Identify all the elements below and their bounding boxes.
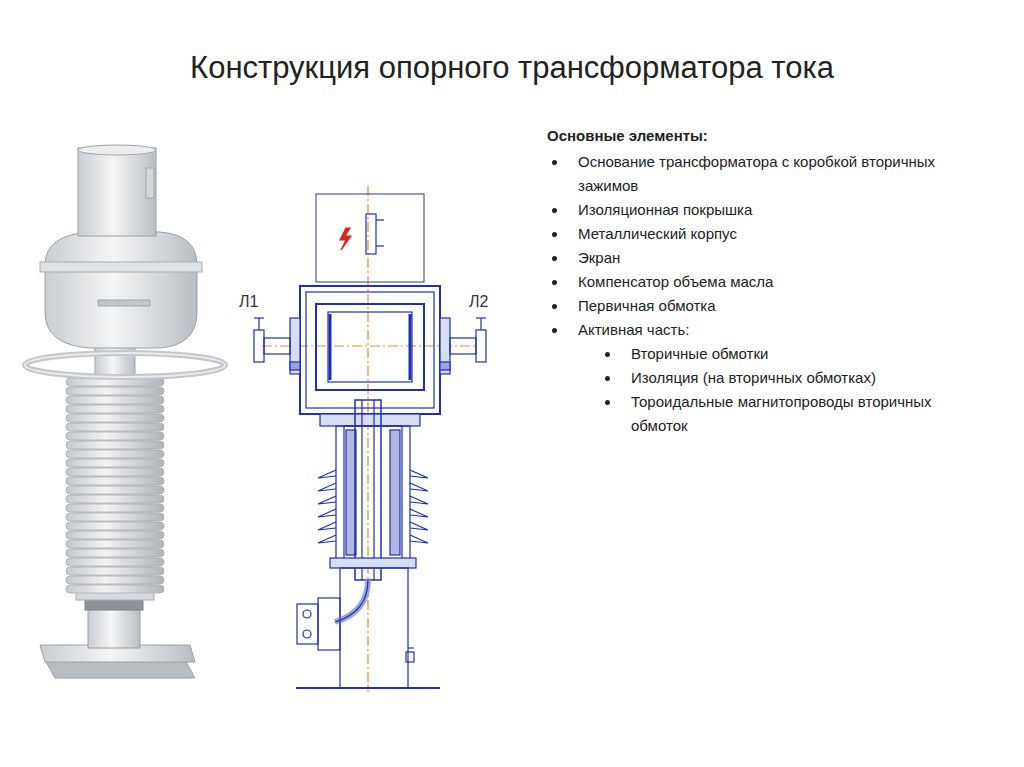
list-item: Металлический корпус xyxy=(552,222,942,246)
technical-drawing xyxy=(254,186,486,692)
terminal-label: Л1 xyxy=(238,293,259,311)
list-text: Основание трансформатора с коробкой втор… xyxy=(578,150,942,198)
list-text: Активная часть: xyxy=(578,318,689,342)
list-item: Компенсатор объема масла xyxy=(552,270,942,294)
list-text: Компенсатор объема масла xyxy=(578,270,773,294)
bullet-dot xyxy=(552,232,557,237)
bullet-dot xyxy=(605,352,610,357)
list-item: Изоляция (на вторичных обмотках) xyxy=(605,366,935,390)
bullet-dot xyxy=(552,328,557,333)
bullet-dot xyxy=(605,376,610,381)
list-item: Экран xyxy=(552,246,942,270)
list-item: Основные элементы: xyxy=(552,124,942,150)
list-item: Основание трансформатора с коробкой втор… xyxy=(552,150,942,198)
list-text: Изоляционная покрышка xyxy=(578,198,752,222)
list-item: Изоляционная покрышка xyxy=(552,198,942,222)
list-text: Тороидальные магнитопроводы вторичных об… xyxy=(631,390,935,438)
list-text: Экран xyxy=(578,246,620,270)
list-text: Вторичные обмотки xyxy=(631,342,768,366)
list-item: Первичная обмотка xyxy=(552,294,942,318)
bullet-dot xyxy=(605,400,610,405)
list-text: Металлический корпус xyxy=(578,222,737,246)
list-item: Тороидальные магнитопроводы вторичных об… xyxy=(605,390,935,438)
bullet-dot xyxy=(552,304,557,309)
list-text: Первичная обмотка xyxy=(578,294,716,318)
bullet-dot xyxy=(552,256,557,261)
element-list: Основные элементы:Основание трансформато… xyxy=(547,124,977,438)
slide-title: Конструкция опорного трансформатора тока xyxy=(0,50,1024,86)
bullet-dot xyxy=(552,280,557,285)
terminal-label: Л2 xyxy=(468,293,489,311)
list-item: Активная часть: xyxy=(552,318,942,342)
bullet-dot xyxy=(552,208,557,213)
list-heading: Основные элементы: xyxy=(547,124,708,148)
list-text: Изоляция (на вторичных обмотках) xyxy=(631,366,876,390)
transformer-render xyxy=(25,145,225,678)
bullet-dot xyxy=(552,160,557,165)
list-item: Вторичные обмотки xyxy=(605,342,935,366)
